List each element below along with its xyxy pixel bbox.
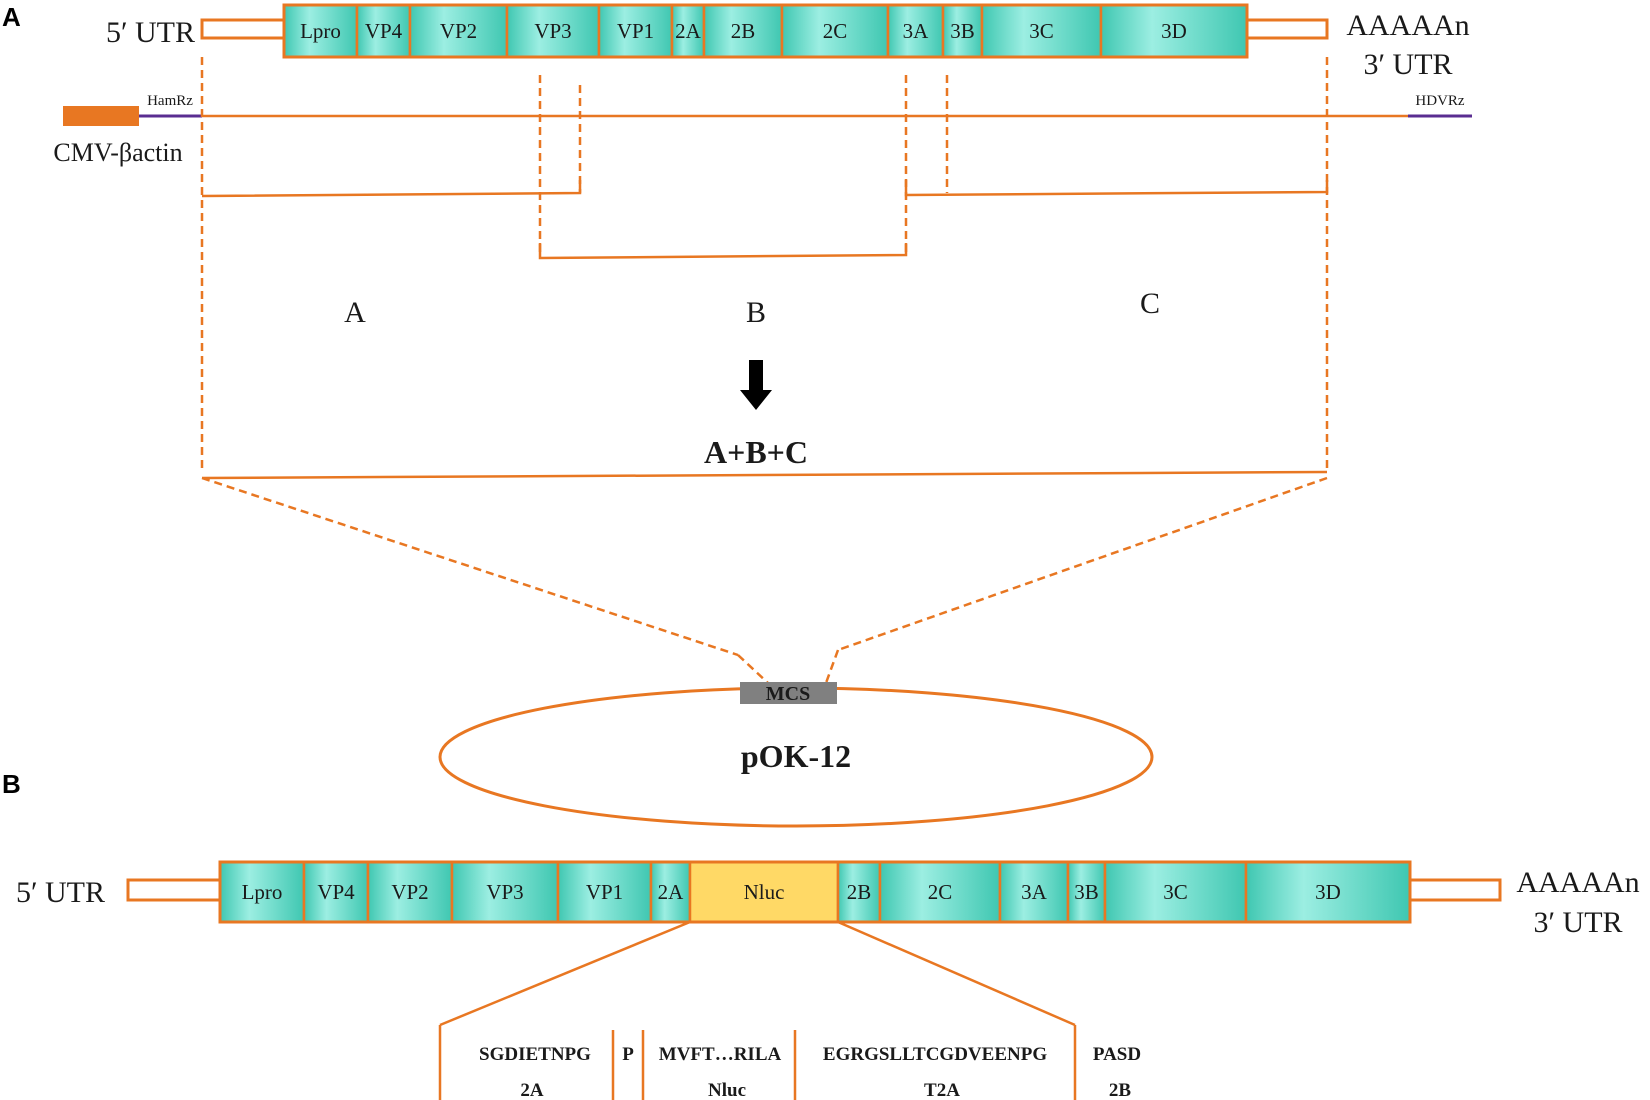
fragment-b-label: B [746,296,766,329]
utr3-label-top: 3′ UTR [1363,48,1452,81]
bottom-segment-label-vp4: VP4 [317,880,355,904]
hamrz-label: HamRz [147,93,193,109]
sequence-t2a: EGRGSLLTCGDVEENPG [823,1044,1047,1065]
utr5-box-top [200,18,286,40]
genome-bottom-frame [218,860,1412,924]
genome-top-frame [282,3,1249,59]
panel-label-a: A [2,2,21,32]
fragment-c-bracket [904,180,1329,197]
top-segment-label-3c: 3C [1029,19,1054,43]
top-segment-label-3d: 3D [1161,19,1187,43]
bottom-segment-label-3d: 3D [1315,880,1341,904]
top-segment-label-2b: 2B [731,19,756,43]
sequence-label-2a: 2A [520,1080,544,1100]
top-segment-label-lpro: Lpro [300,19,341,43]
utr3-box-bottom [1408,878,1502,902]
polya-label-top: AAAAAn [1346,9,1469,42]
bottom-segment-label-3a: 3A [1021,880,1048,904]
bottom-segment-2c [878,860,1002,924]
bottom-segments: Lpro VP4 VP2 VP3 VP1 2A Nluc 2B 2C 3A 3B 3C 3D [218,860,1412,924]
top-segment-label-vp1: VP1 [617,19,654,43]
assembled-line [201,470,1328,480]
genome-top: Lpro VP4 VP2 VP3 VP1 2A 2B 2C 3A 3B 3C 3D 5′ UTR AA… [106,3,1470,81]
utr5-label-top: 5′ UTR [106,16,195,49]
polya-label-bottom: AAAAAn [1516,866,1639,899]
sequence-2b: PASD [1093,1044,1141,1065]
genome-bottom: Lpro VP4 VP2 VP3 VP1 2A Nluc 2B 2C 3A 3B 3C 3D 5′ UT… [16,860,1640,939]
top-segment-label-vp4: VP4 [365,19,403,43]
bottom-segment-label-vp3: VP3 [486,880,523,904]
panel-label-b: B [2,769,21,799]
bottom-segment-label-3b: 3B [1074,880,1099,904]
top-segment-3d [1099,3,1249,59]
combined-fragments-label: A+B+C [704,434,808,470]
fragment-a-label: A [344,296,366,329]
top-segment-label-2a: 2A [675,19,702,43]
top-segment-label-3b: 3B [950,19,975,43]
utr5-box-bottom [126,878,222,902]
hdvrz-label: HDVRz [1415,93,1465,109]
mcs-box [740,682,837,704]
down-arrow-icon [740,360,772,410]
cmv-promoter-box [63,106,139,126]
utr3-label-bottom: 3′ UTR [1533,906,1622,939]
sequence-linker-p: P [622,1044,634,1065]
top-segment-label-3a: 3A [903,19,930,43]
sequence-2a: SGDIETNPG [479,1044,591,1065]
plasmid: MCS pOK-12 [438,682,1154,828]
fragment-c-label: C [1140,287,1160,320]
top-segments: Lpro VP4 VP2 VP3 VP1 2A 2B 2C 3A 3B 3C 3D [282,3,1249,59]
vector-backbone: HamRz HDVRz CMV-βactin [53,93,1472,167]
bottom-segment-label-vp2: VP2 [391,880,428,904]
bottom-segment-label-2a: 2A [658,880,685,904]
sequence-label-nluc: Nluc [708,1080,746,1100]
top-segment-label-2c: 2C [823,19,848,43]
bottom-segment-label-nluc: Nluc [744,880,785,904]
sequence-label-t2a: T2A [924,1080,960,1100]
bottom-segment-label-vp1: VP1 [586,880,623,904]
sequence-row: SGDIETNPG 2A P MVFT…RILA Nluc EGRGSLLTCGDVEEN… [479,1044,1141,1100]
bottom-segment-label-2c: 2C [928,880,953,904]
promoter-label: CMV-βactin [53,138,182,167]
bottom-segment-vp4 [302,860,370,924]
top-segment-3b [941,3,984,59]
fragment-brackets [201,180,1329,480]
utr5-label-bottom: 5′ UTR [16,876,105,909]
top-segment-label-vp2: VP2 [440,19,477,43]
bottom-segment-label-3c: 3C [1163,880,1188,904]
sequence-label-2b: 2B [1109,1080,1132,1100]
bottom-segment-label-2b: 2B [847,880,872,904]
sequence-expansion [438,920,1077,1100]
fragment-b-bracket [538,243,908,260]
bottom-segment-vp2 [366,860,454,924]
top-segment-2c [780,3,890,59]
plasmid-name: pOK-12 [741,738,851,774]
bottom-segment-label-lpro: Lpro [242,880,283,904]
dashed-guides [200,57,1329,684]
fragment-a-bracket [201,180,582,198]
top-segment-label-vp3: VP3 [534,19,571,43]
sequence-nluc: MVFT…RILA [659,1044,782,1065]
utr3-box-top [1245,18,1329,40]
mcs-label: MCS [766,683,810,705]
